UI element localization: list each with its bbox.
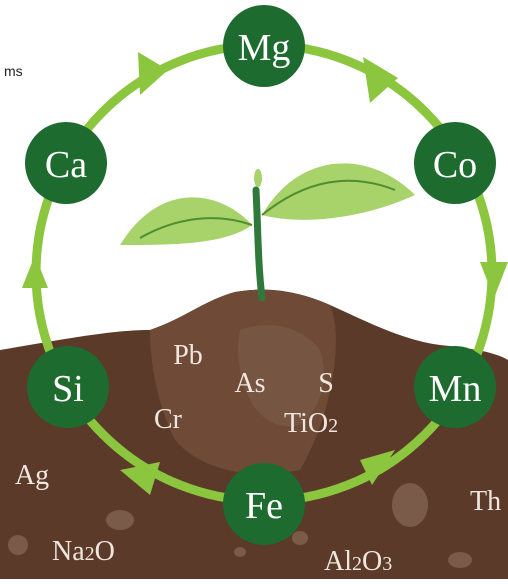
soil-label-cr: Cr xyxy=(154,404,183,435)
soil-label-as: As xyxy=(234,368,265,399)
node-mn-label: Mn xyxy=(429,368,482,410)
arrow-mg-to-co xyxy=(363,57,398,103)
soil-labels: Pb As S Cr TiO2 Ag Na2O Al2O3 Th xyxy=(15,340,501,577)
soil-label-tio2: TiO2 xyxy=(284,408,338,439)
node-mg: Mg xyxy=(223,5,305,87)
tio2-sub: 2 xyxy=(328,415,338,437)
node-fe-label: Fe xyxy=(245,485,283,527)
arrow-si-to-ca xyxy=(22,255,48,288)
node-fe: Fe xyxy=(223,463,305,545)
node-mg-label: Mg xyxy=(238,27,291,69)
na2o-tail: O xyxy=(95,536,115,567)
soil-label-th: Th xyxy=(470,486,501,517)
al2o3-sub: 2 xyxy=(352,553,362,575)
soil-label-ag: Ag xyxy=(15,460,49,491)
node-ca: Ca xyxy=(25,122,107,204)
node-co: Co xyxy=(414,122,496,204)
al2o3-sub2: 3 xyxy=(382,553,392,575)
al2o3-tail: O xyxy=(362,546,382,577)
node-si: Si xyxy=(27,346,109,428)
arrow-ca-to-mg xyxy=(138,52,168,95)
na2o-sub: 2 xyxy=(85,543,95,565)
arrow-fe-to-si xyxy=(120,462,160,495)
element-nodes: Mg Co Mn Fe Si Ca xyxy=(25,5,496,545)
soil-ground xyxy=(0,289,508,579)
soil-label-al2o3: Al2O3 xyxy=(324,546,392,577)
node-mn: Mn xyxy=(414,346,496,428)
arrow-mn-to-fe xyxy=(360,450,395,485)
soil-label-pb: Pb xyxy=(173,340,203,371)
node-ca-label: Ca xyxy=(45,144,87,186)
right-leaf xyxy=(262,163,415,220)
node-co-label: Co xyxy=(433,144,477,186)
header-fragment-text: ms xyxy=(4,63,23,79)
sprout-plant xyxy=(120,163,415,302)
na2o-base: Na xyxy=(52,536,85,567)
soil-label-s: S xyxy=(318,368,334,399)
soil-label-na2o: Na2O xyxy=(52,536,115,567)
al2o3-base: Al xyxy=(324,546,352,577)
tio2-base: TiO xyxy=(284,408,328,439)
node-si-label: Si xyxy=(52,368,84,410)
arrow-co-to-mn xyxy=(480,262,508,298)
